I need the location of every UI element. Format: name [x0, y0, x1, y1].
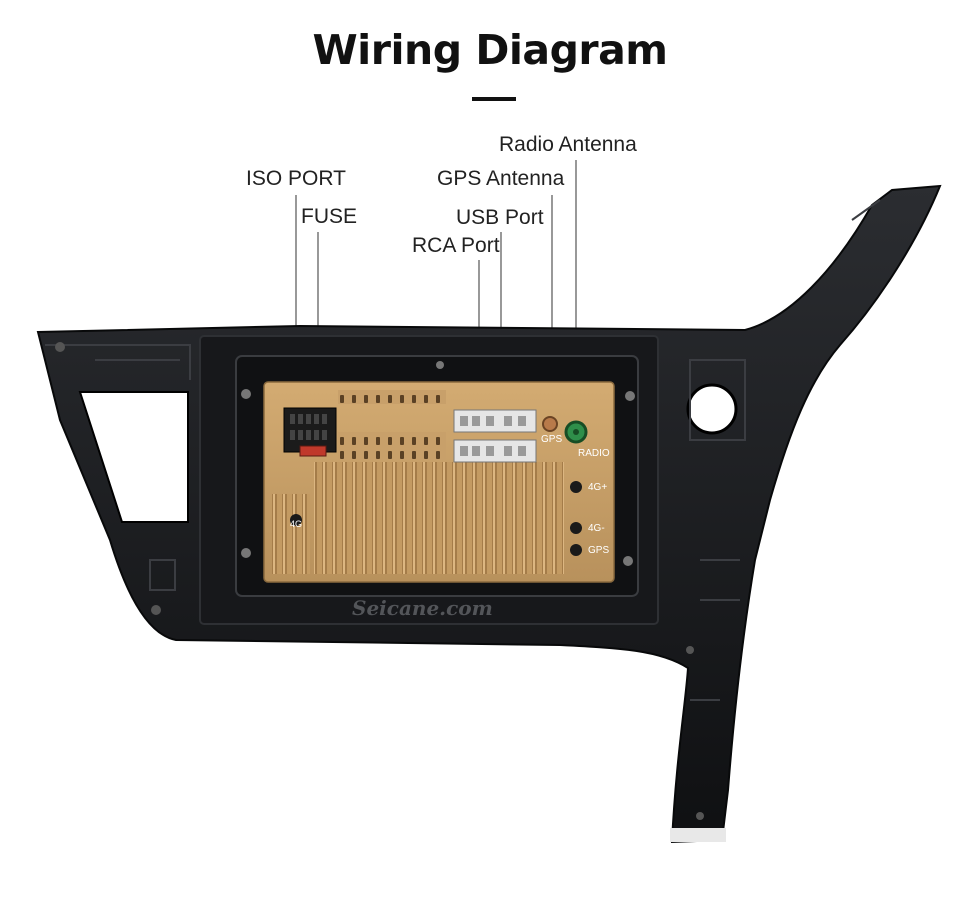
top-vent-row2 [338, 432, 446, 460]
gps-connector-label: GPS [541, 434, 562, 445]
fourg-plus-jack [570, 481, 582, 493]
frame-screw [151, 605, 161, 615]
fourg-plus-label: 4G+ [588, 482, 607, 493]
top-vent [338, 390, 446, 404]
title-underline [472, 97, 516, 101]
fourg-minus-label: 4G- [588, 523, 605, 534]
frame-details [45, 199, 881, 701]
bottom-foot [670, 828, 726, 842]
chassis-screw [436, 361, 444, 369]
left-fin-block [272, 494, 310, 574]
gps-antenna-label: GPS Antenna [437, 167, 565, 190]
chassis-screw [241, 548, 251, 558]
gps-connector [542, 416, 558, 432]
gps-jack [570, 544, 582, 556]
usb-port-label: USB Port [456, 206, 544, 229]
chassis-screw [623, 556, 633, 566]
gps-jack-label: GPS [588, 545, 609, 556]
fuse-label: FUSE [301, 205, 358, 228]
usb-port-connector [453, 409, 537, 433]
left-window-cutout [78, 391, 189, 523]
iso-port-label: ISO PORT [246, 167, 346, 190]
fuse-holder [299, 445, 327, 457]
heat-sink-fins [314, 462, 564, 574]
round-cutout [686, 383, 738, 435]
chassis-screw [241, 389, 251, 399]
left-4g-label: 4G [290, 519, 302, 529]
page-title: Wiring Diagram [312, 26, 668, 74]
chassis-screw [625, 391, 635, 401]
fourg-minus-jack [570, 522, 582, 534]
frame-screw [55, 342, 65, 352]
watermark: Seicane.com [352, 596, 493, 620]
left-4g-jack [290, 514, 302, 526]
frame-screw [686, 646, 694, 654]
rca-port-label: RCA Port [412, 234, 500, 257]
radio-connector-label: RADIO [578, 448, 610, 459]
rca-port-connector [453, 439, 537, 463]
radio-antenna-label: Radio Antenna [499, 133, 637, 156]
frame-screw [696, 812, 704, 820]
